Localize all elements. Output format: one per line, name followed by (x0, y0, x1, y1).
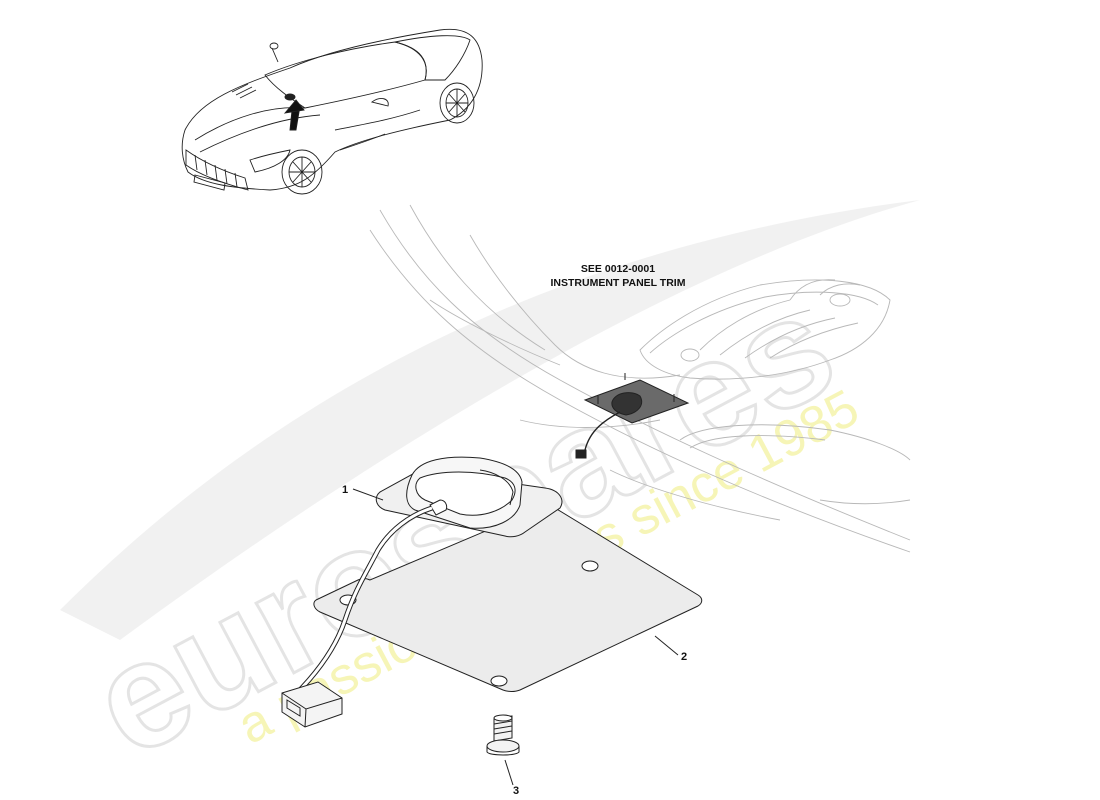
car-locator-illustration (181, 28, 483, 195)
callout-label-2: 2 (681, 651, 687, 663)
installed-sensor-location (575, 373, 690, 459)
callout-label-1: 1 (342, 484, 348, 496)
sensor-module (281, 456, 563, 728)
reference-note-line2: INSTRUMENT PANEL TRIM (551, 277, 686, 289)
instrument-panel-trim-outline (369, 204, 911, 553)
reference-note-line1: SEE 0012-0001 (581, 263, 655, 275)
mounting-plate (313, 506, 703, 692)
callout-label-3: 3 (513, 785, 519, 797)
callout-leader-1 (352, 488, 384, 501)
callout-leader-3 (504, 759, 514, 786)
screw (486, 714, 520, 756)
callout-leader-2 (654, 635, 679, 656)
